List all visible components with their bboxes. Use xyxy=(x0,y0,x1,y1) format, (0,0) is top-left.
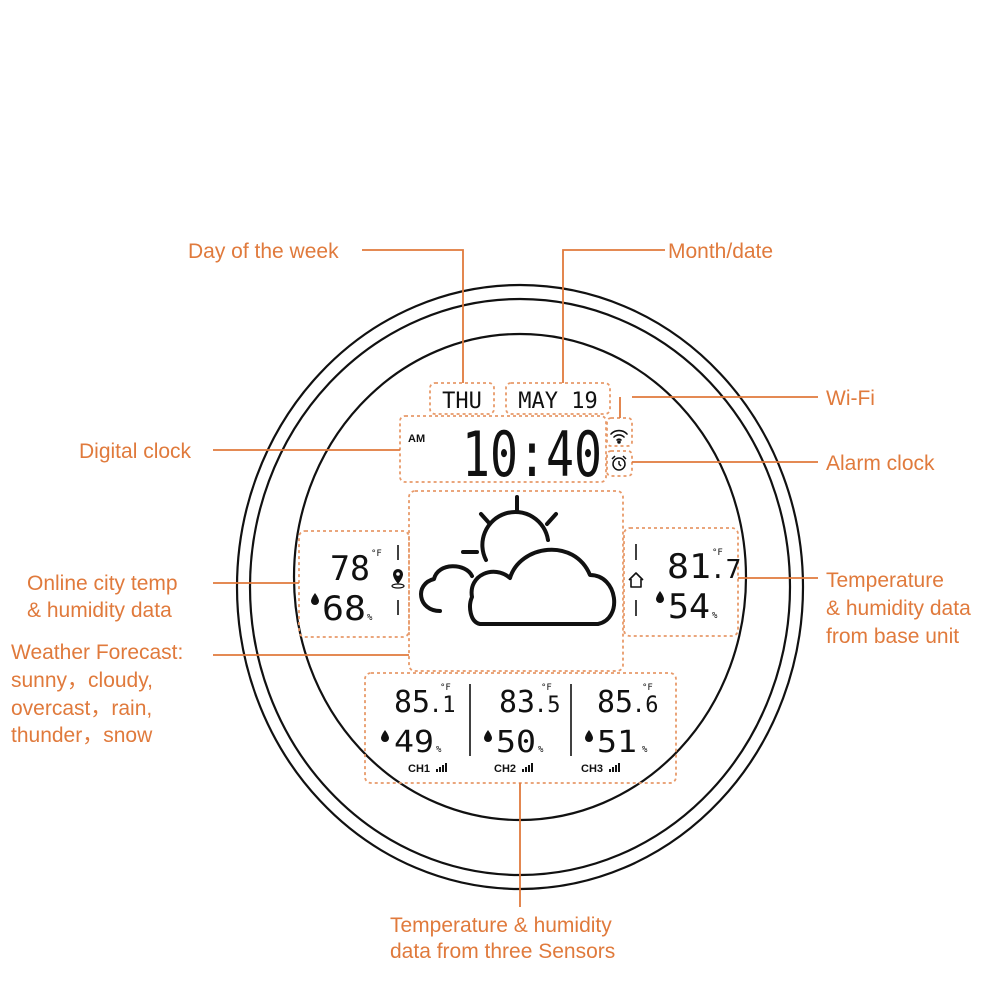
channel-3: 85 .6 °F 51 % CH3 xyxy=(581,683,659,775)
partly-cloudy-icon xyxy=(419,495,617,626)
online-humidity: 68 xyxy=(322,589,366,629)
ch1-temp-int: 85 xyxy=(394,685,430,720)
callout-base-line1: Temperature xyxy=(826,569,944,592)
online-temp: 78 xyxy=(330,549,370,589)
base-humidity: 54 xyxy=(668,587,710,627)
clock-box xyxy=(399,415,607,483)
base-box xyxy=(623,527,739,637)
channel-2: 83 .5 °F 50 % CH2 xyxy=(484,683,561,775)
callout-base-line2: & humidity data xyxy=(826,597,971,620)
callout-month-date: Month/date xyxy=(668,240,773,263)
callout-alarm-clock: Alarm clock xyxy=(826,452,935,475)
signal-bars-icon xyxy=(609,763,620,772)
online-temp-unit: °F xyxy=(371,549,382,559)
ch3-temp-unit: °F xyxy=(642,683,653,693)
date-box xyxy=(505,382,611,415)
alarm-icon xyxy=(611,455,627,471)
ch2-label: CH2 xyxy=(494,763,516,775)
base-humidity-unit: % xyxy=(712,611,718,621)
base-temp-dec: .7 xyxy=(710,555,741,585)
lcd-time: 10:40 xyxy=(462,418,602,491)
callout-wifi: Wi-Fi xyxy=(826,387,875,410)
day-box xyxy=(429,382,495,415)
channel-1: 85 .1 °F 49 % CH1 xyxy=(381,683,456,775)
ch3-label: CH3 xyxy=(581,763,603,775)
lcd-day: THU xyxy=(442,389,482,414)
callout-base-line3: from base unit xyxy=(826,625,959,648)
water-drop-icon xyxy=(311,593,319,605)
ch3-humidity: 51 xyxy=(597,725,637,760)
ch1-temp-unit: °F xyxy=(440,683,451,693)
ch2-humidity-unit: % xyxy=(538,745,544,755)
callout-forecast-line3: overcast，rain, xyxy=(11,697,152,720)
ch2-humidity: 50 xyxy=(496,725,536,760)
callout-online-line2: & humidity data xyxy=(27,599,172,622)
signal-bars-icon xyxy=(436,763,447,772)
ch1-humidity: 49 xyxy=(394,725,434,760)
ch3-humidity-unit: % xyxy=(642,745,648,755)
online-box xyxy=(298,530,410,638)
alarm-box xyxy=(606,450,633,477)
base-temp-unit: °F xyxy=(712,548,723,558)
callout-sensors-line2: data from three Sensors xyxy=(390,940,615,963)
callout-day-of-week: Day of the week xyxy=(188,240,339,263)
forecast-box xyxy=(408,490,624,672)
signal-bars-icon xyxy=(522,763,533,772)
callout-online-line1: Online city temp xyxy=(27,572,178,595)
day-leader xyxy=(362,249,464,383)
ch2-temp-unit: °F xyxy=(541,683,552,693)
ch2-temp-dec: .5 xyxy=(534,693,561,718)
date-leader xyxy=(562,249,665,383)
online-humidity-unit: % xyxy=(367,613,373,623)
location-pin-icon xyxy=(391,569,405,589)
home-icon xyxy=(628,572,644,588)
water-drop-icon xyxy=(484,730,492,742)
ch1-label: CH1 xyxy=(408,763,430,775)
ch3-temp-dec: .6 xyxy=(632,693,659,718)
ch2-temp-int: 83 xyxy=(499,685,535,720)
lcd-am-pm: AM xyxy=(408,433,425,445)
lcd-date: MAY 19 xyxy=(518,389,597,414)
ch1-temp-dec: .1 xyxy=(429,693,456,718)
wifi-icon xyxy=(610,429,628,444)
water-drop-icon xyxy=(585,730,593,742)
callout-forecast-line1: Weather Forecast: xyxy=(11,641,183,664)
water-drop-icon xyxy=(656,591,664,603)
water-drop-icon xyxy=(381,730,389,742)
callout-forecast-line2: sunny，cloudy, xyxy=(11,669,153,692)
ch3-temp-int: 85 xyxy=(597,685,633,720)
ch1-humidity-unit: % xyxy=(436,745,442,755)
callout-forecast-line4: thunder，snow xyxy=(11,724,153,747)
base-temp-int: 81 xyxy=(667,547,711,587)
callout-digital-clock: Digital clock xyxy=(79,440,192,463)
callout-sensors-line1: Temperature & humidity xyxy=(390,914,612,937)
